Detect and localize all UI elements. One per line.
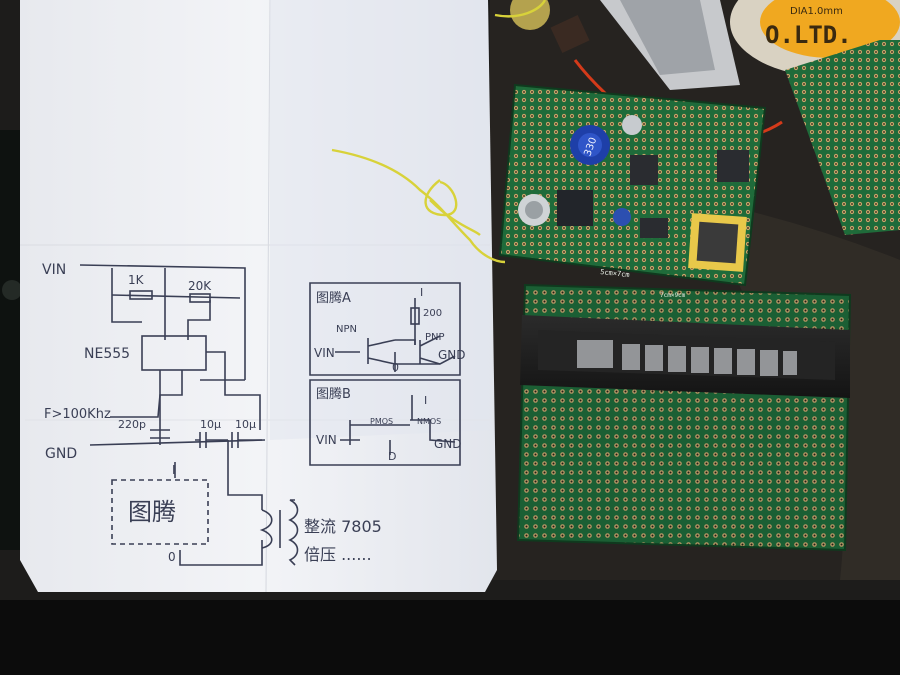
voltage-regulator xyxy=(557,190,593,226)
ic-chip xyxy=(717,150,749,182)
panel-a-node-o: 0 xyxy=(392,361,399,374)
frequency-label: F>100Khz xyxy=(44,407,111,422)
node-o-label: 0 xyxy=(168,550,176,564)
totem-block xyxy=(111,479,209,545)
bottom-pcb-board: 7cm×9cm xyxy=(516,283,852,552)
gnd-label: GND xyxy=(45,446,77,462)
ne555-chip xyxy=(141,335,207,371)
node-i-label: I xyxy=(172,463,176,477)
rectifier-note: 整流 7805 xyxy=(304,517,382,536)
panel-b-vin: VIN xyxy=(316,433,337,447)
resistor-1k-label: 1K xyxy=(128,273,145,287)
spool-label: O.LTD. xyxy=(765,21,852,49)
solder-spool: O.LTD. DIA1.0mm xyxy=(730,0,900,77)
panel-b-node-i: I xyxy=(424,394,427,407)
panel-a-node-i: I xyxy=(420,286,423,299)
panel-b-nmos: NMOS xyxy=(417,417,441,426)
panel-b-pmos: PMOS xyxy=(370,417,393,426)
panel-a-npn: NPN xyxy=(336,324,357,335)
cap-10u-a-label: 10μ xyxy=(200,418,221,431)
schematic-drawing xyxy=(79,264,461,566)
bottom-board-size-label: 7cm×9cm xyxy=(660,292,686,299)
panel-b-box xyxy=(309,379,461,466)
spool-small-label: DIA1.0mm xyxy=(790,6,843,17)
paper-sheet xyxy=(20,0,497,593)
vin-label: VIN xyxy=(42,262,66,278)
totem-block-label: 图腾 xyxy=(128,498,176,526)
cap-220p-label: 220p xyxy=(118,418,146,431)
resistor-20k-label: 20K xyxy=(188,279,212,293)
ne555-label: NE555 xyxy=(84,346,130,362)
panel-b-title: 图腾B xyxy=(316,386,351,402)
panel-b-node-o: D xyxy=(388,450,396,463)
panel-a-vin: VIN xyxy=(314,346,335,360)
top-board-size-label: 5cm×7cm xyxy=(600,268,630,279)
panel-a-title: 图腾A xyxy=(316,290,351,306)
yellow-wire xyxy=(331,148,506,264)
panel-b-gnd: GND xyxy=(434,437,462,451)
multiplier-note: 倍压 ...... xyxy=(304,545,372,564)
cap-10u-b-label: 10μ xyxy=(235,418,256,431)
panel-a-gnd: GND xyxy=(438,348,466,362)
vfd-display xyxy=(520,315,850,398)
top-pcb-board: 5cm×7cm 330 xyxy=(498,83,767,287)
panel-a-box xyxy=(309,282,461,376)
schematic-labels: VIN 1K 20K NE555 F>100Khz 220p 10μ 10μ G… xyxy=(42,262,466,564)
right-pcb-board xyxy=(785,40,900,235)
panel-a-resistor: 200 xyxy=(423,308,442,319)
panel-a-pnp: PNP xyxy=(425,332,445,343)
